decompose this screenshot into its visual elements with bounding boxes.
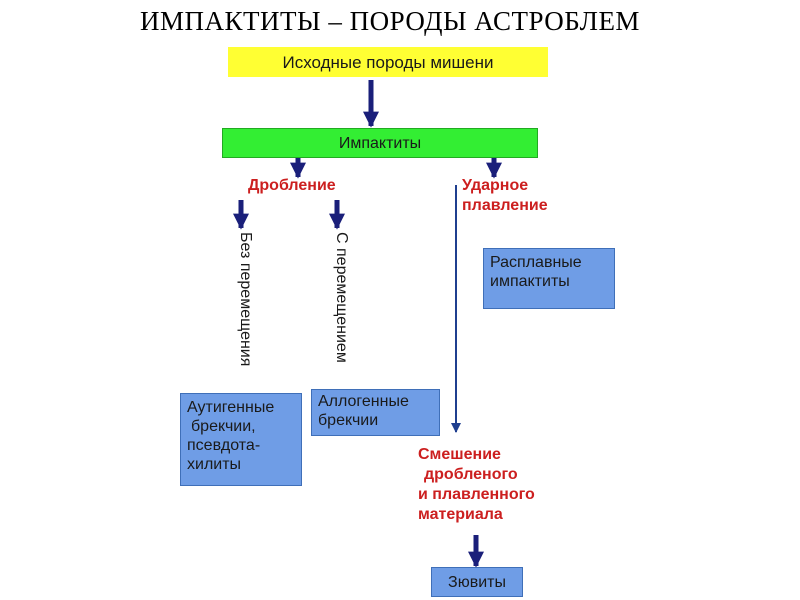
- impactites-box: Импактиты: [222, 128, 538, 158]
- mixing-line-2: дробленого: [424, 466, 518, 483]
- autigenic-line-2: брекчии,: [191, 418, 256, 435]
- autigenic-line-3: псевдота-: [187, 437, 261, 454]
- suevites-box: Зювиты: [431, 567, 523, 597]
- mixing-line-4: материала: [418, 506, 503, 523]
- suevites-label: Зювиты: [448, 573, 506, 591]
- autigenic-line-1: Аутигенные: [187, 399, 275, 416]
- without-displacement-label: Без перемещения: [237, 232, 254, 367]
- melt-impactites-line-1: Расплавные: [490, 254, 582, 271]
- source-rocks-box: Исходные породы мишени: [228, 47, 548, 77]
- shock-melting-line-1: Ударное: [462, 177, 529, 194]
- mixing-label: Смешение дробленого и плавленного матери…: [418, 445, 535, 525]
- allogenic-breccias-box: Аллогенные брекчии: [311, 389, 440, 436]
- with-displacement-label: С перемещением: [333, 232, 350, 363]
- allogenic-line-1: Аллогенные: [318, 393, 409, 410]
- allogenic-line-2: брекчии: [318, 412, 379, 429]
- diagram-title: ИМПАКТИТЫ – ПОРОДЫ АСТРОБЛЕМ: [140, 6, 640, 36]
- impactites-label: Импактиты: [338, 134, 422, 152]
- shock-melting-line-2: плавление: [462, 197, 548, 214]
- autigenic-breccias-box: Аутигенные брекчии, псевдота- хилиты: [180, 393, 302, 486]
- autigenic-line-4: хилиты: [187, 456, 242, 473]
- shock-melting-label: Ударное плавление: [462, 176, 548, 216]
- melt-impactites-line-2: импактиты: [490, 273, 570, 290]
- source-rocks-label: Исходные породы мишени: [282, 52, 494, 72]
- mixing-line-1: Смешение: [418, 446, 501, 463]
- melt-impactites-box: Расплавные импактиты: [483, 248, 615, 309]
- mixing-line-3: и плавленного: [418, 486, 535, 503]
- crushing-label: Дробление: [248, 177, 336, 194]
